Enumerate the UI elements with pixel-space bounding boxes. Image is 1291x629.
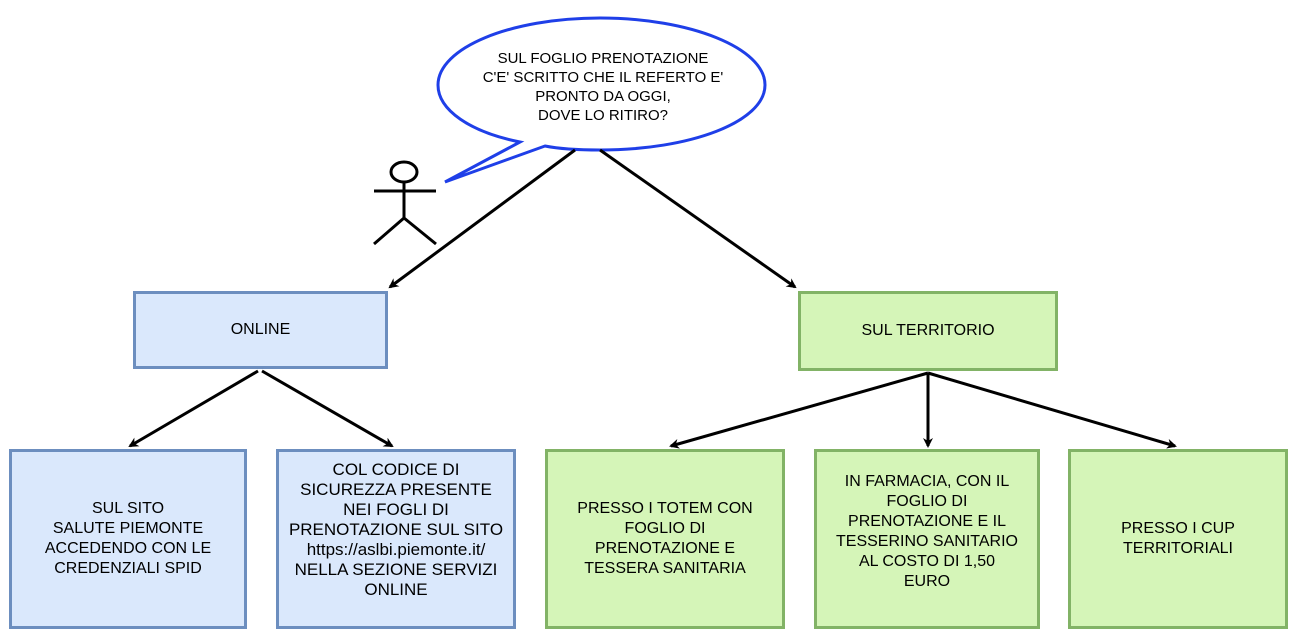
option-text: SUL SITO SALUTE PIEMONTE ACCEDENDO CON L… [44, 500, 212, 577]
option-cup-territoriali: PRESSO I CUP TERRITORIALI [1068, 449, 1288, 629]
arrow-online-to-codice [261, 369, 394, 448]
stick-figure-icon [373, 160, 437, 246]
option-text: COL CODICE DI SICUREZZA PRESENTE NEI FOG… [288, 460, 504, 599]
territorio-box: SUL TERRITORIO [798, 291, 1058, 371]
option-text: IN FARMACIA, CON IL FOGLIO DI PRENOTAZIO… [836, 473, 1018, 590]
arrow-question-to-territorio [599, 148, 797, 289]
option-codice-sicurezza: COL CODICE DI SICUREZZA PRESENTE NEI FOG… [276, 449, 516, 629]
arrow-territorio-to-cup [927, 371, 1177, 449]
online-label: ONLINE [230, 321, 291, 338]
option-sito-salute-piemonte: SUL SITO SALUTE PIEMONTE ACCEDENDO CON L… [9, 449, 247, 629]
arrow-question-to-online [388, 148, 576, 289]
option-text: PRESSO I TOTEM CON FOGLIO DI PRENOTAZION… [577, 500, 753, 577]
option-farmacia: IN FARMACIA, CON IL FOGLIO DI PRENOTAZIO… [814, 449, 1040, 629]
option-totem: PRESSO I TOTEM CON FOGLIO DI PRENOTAZION… [545, 449, 785, 629]
arrow-online-to-sito [128, 369, 259, 448]
arrow-territorio-to-totem [669, 371, 929, 449]
online-box: ONLINE [133, 291, 388, 369]
question-text: SUL FOGLIO PRENOTAZIONE C'E' SCRITTO CHE… [482, 50, 724, 124]
option-text: PRESSO I CUP TERRITORIALI [1121, 520, 1235, 557]
territorio-label: SUL TERRITORIO [861, 322, 995, 339]
